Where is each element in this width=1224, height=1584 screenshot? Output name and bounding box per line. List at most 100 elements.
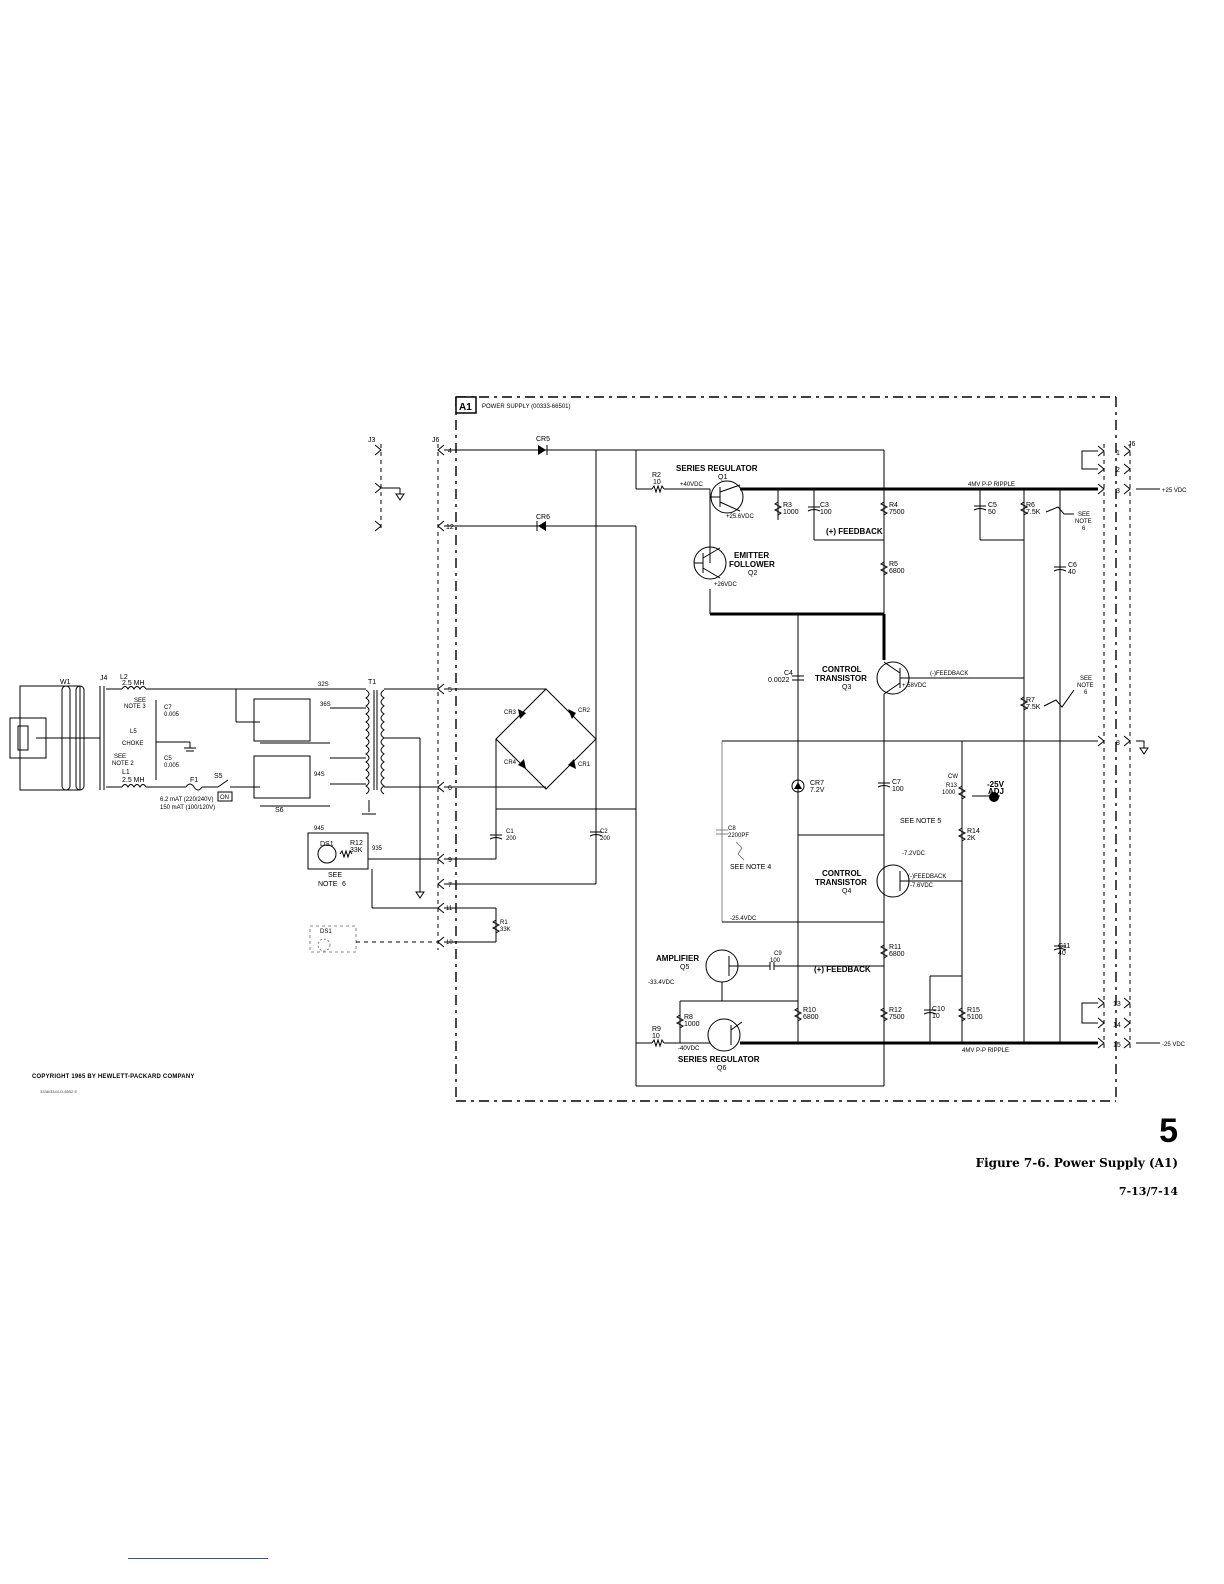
svg-text:1000: 1000 <box>942 790 956 796</box>
svg-text:SEE NOTE 4: SEE NOTE 4 <box>730 864 771 871</box>
resistor-r14: R14 2K <box>957 827 980 842</box>
svg-text:C1: C1 <box>506 829 514 835</box>
resistor-r2: R2 10 <box>651 472 665 494</box>
svg-text:40: 40 <box>1058 950 1066 957</box>
svg-text:6: 6 <box>1082 526 1086 532</box>
svg-text:C5: C5 <box>164 756 172 762</box>
svg-text:C7: C7 <box>892 779 901 786</box>
page-number: 5 <box>1159 1112 1178 1150</box>
svg-text:SEE: SEE <box>1078 512 1090 518</box>
svg-text:6800: 6800 <box>889 568 905 575</box>
svg-text:+26VDC: +26VDC <box>714 582 738 588</box>
svg-text:0.0022: 0.0022 <box>768 677 790 684</box>
ac-input: W1 J4 L2 2.5 MH L1 2.5 MH SEE NOTE 3 C7 … <box>9 674 511 953</box>
svg-text:+25.6VDC: +25.6VDC <box>726 514 755 520</box>
svg-text:C9: C9 <box>774 951 782 957</box>
svg-text:DS1: DS1 <box>320 841 334 848</box>
svg-text:100: 100 <box>770 958 781 964</box>
note6-mid: SEE NOTE 6 <box>1043 676 1094 708</box>
svg-text:10: 10 <box>652 1033 660 1040</box>
positive-rail <box>664 487 1098 1043</box>
pin-label: 1 <box>1116 450 1120 457</box>
svg-text:R12: R12 <box>350 840 363 847</box>
svg-text:R9: R9 <box>652 1026 661 1033</box>
svg-text:6.2 mAT (220/240V): 6.2 mAT (220/240V) <box>160 797 213 803</box>
left-pins: 4 12 5 6 9 7 11 10 <box>446 448 454 946</box>
svg-text:L5: L5 <box>130 729 137 735</box>
svg-text:Q1: Q1 <box>718 474 727 481</box>
svg-text:TRANSISTOR: TRANSISTOR <box>815 674 867 683</box>
svg-text:40: 40 <box>1068 569 1076 576</box>
zener-cr7: CR7 7.2V <box>791 779 825 794</box>
svg-text:T1: T1 <box>368 679 376 686</box>
svg-text:1000: 1000 <box>783 509 799 516</box>
svg-text:7.5K: 7.5K <box>1026 704 1041 711</box>
svg-text:NOTE: NOTE <box>1077 683 1094 689</box>
svg-text:R11: R11 <box>889 944 901 951</box>
ground-rail <box>721 740 1149 1001</box>
svg-text:Q3: Q3 <box>842 684 851 691</box>
svg-text:945: 945 <box>314 826 325 832</box>
capacitor-c2: C2 200 <box>589 829 611 842</box>
svg-text:7.2V: 7.2V <box>810 787 825 794</box>
note6-top: SEE NOTE 6 <box>1045 506 1092 532</box>
resistor-r3: R3 1000 <box>773 501 799 516</box>
svg-text:NOTE: NOTE <box>318 881 338 888</box>
svg-text:5100: 5100 <box>967 1014 983 1021</box>
resistor-r11: R11 6800 <box>879 944 905 959</box>
svg-text:SEE NOTE 5: SEE NOTE 5 <box>900 818 941 825</box>
svg-text:C10: C10 <box>932 1006 945 1013</box>
svg-text:32S: 32S <box>318 682 329 688</box>
svg-text:CR6: CR6 <box>536 514 550 521</box>
capacitor-c4: C4 0.0022 <box>768 670 804 684</box>
svg-text:DS1: DS1 <box>320 929 332 935</box>
svg-text:R14: R14 <box>967 828 980 835</box>
pin-label: 13 <box>1113 1001 1121 1008</box>
svg-text:C11: C11 <box>1058 943 1070 950</box>
ripple-bottom: 4MV P-P RIPPLE <box>962 1048 1009 1054</box>
pin-label: 7 <box>448 882 452 889</box>
page-range: 7-13/7-14 <box>1118 1185 1178 1198</box>
svg-text:(+) FEEDBACK: (+) FEEDBACK <box>814 965 871 974</box>
svg-text:S6: S6 <box>275 807 284 814</box>
ripple-top: 4MV P-P RIPPLE <box>968 482 1015 488</box>
svg-text:NOTE: NOTE <box>1075 519 1092 525</box>
board-outline: A1 POWER SUPPLY (00333-66501) <box>455 396 1117 1102</box>
svg-text:L2: L2 <box>120 674 128 681</box>
svg-text:ADJ: ADJ <box>988 787 1004 796</box>
svg-text:CR2: CR2 <box>578 708 591 714</box>
potentiometer-r13: CW R13 1000 -25V ADJ SEE NOTE 5 <box>900 774 1005 825</box>
svg-text:R2: R2 <box>652 472 661 479</box>
svg-text:50: 50 <box>988 509 996 516</box>
svg-text:W1: W1 <box>60 679 71 686</box>
svg-text:10: 10 <box>653 479 661 486</box>
svg-text:R1: R1 <box>500 920 508 926</box>
svg-text:C8: C8 <box>728 826 736 832</box>
svg-text:2.5 MH: 2.5 MH <box>122 680 145 687</box>
svg-text:SERIES REGULATOR: SERIES REGULATOR <box>676 464 758 473</box>
svg-text:10: 10 <box>932 1013 940 1020</box>
svg-text:94S: 94S <box>314 772 325 778</box>
capacitor-c1: C1 200 <box>489 828 517 842</box>
svg-text:100: 100 <box>892 786 904 793</box>
svg-text:SEE: SEE <box>1080 676 1092 682</box>
svg-text:SEE: SEE <box>134 698 146 704</box>
svg-text:SERIES REGULATOR: SERIES REGULATOR <box>678 1055 760 1064</box>
svg-text:(+) FEEDBACK: (+) FEEDBACK <box>826 527 883 536</box>
svg-text:J4: J4 <box>100 675 108 682</box>
svg-text:2.5 MH: 2.5 MH <box>122 777 145 784</box>
pin-label: 4 <box>448 448 452 455</box>
resistor-r8: R8 1000 <box>675 1014 700 1029</box>
capacitor-c9: C9 100 (+) FEEDBACK <box>742 951 884 974</box>
pin-label: 14 <box>1113 1022 1121 1029</box>
svg-text:NOTE 3: NOTE 3 <box>124 704 146 710</box>
transistor-q2: EMITTER FOLLOWER Q2 +26VDC <box>693 546 775 588</box>
j3-label: J3 <box>368 437 376 444</box>
svg-text:6: 6 <box>1084 690 1088 696</box>
svg-text:7500: 7500 <box>889 509 905 516</box>
diode-cr6: CR6 <box>536 514 550 531</box>
svg-text:EMITTER: EMITTER <box>734 551 769 560</box>
j6-right-label: J6 <box>1128 441 1136 448</box>
figure-caption: Figure 7-6. Power Supply (A1) <box>975 1156 1178 1170</box>
svg-text:C4: C4 <box>784 670 793 677</box>
